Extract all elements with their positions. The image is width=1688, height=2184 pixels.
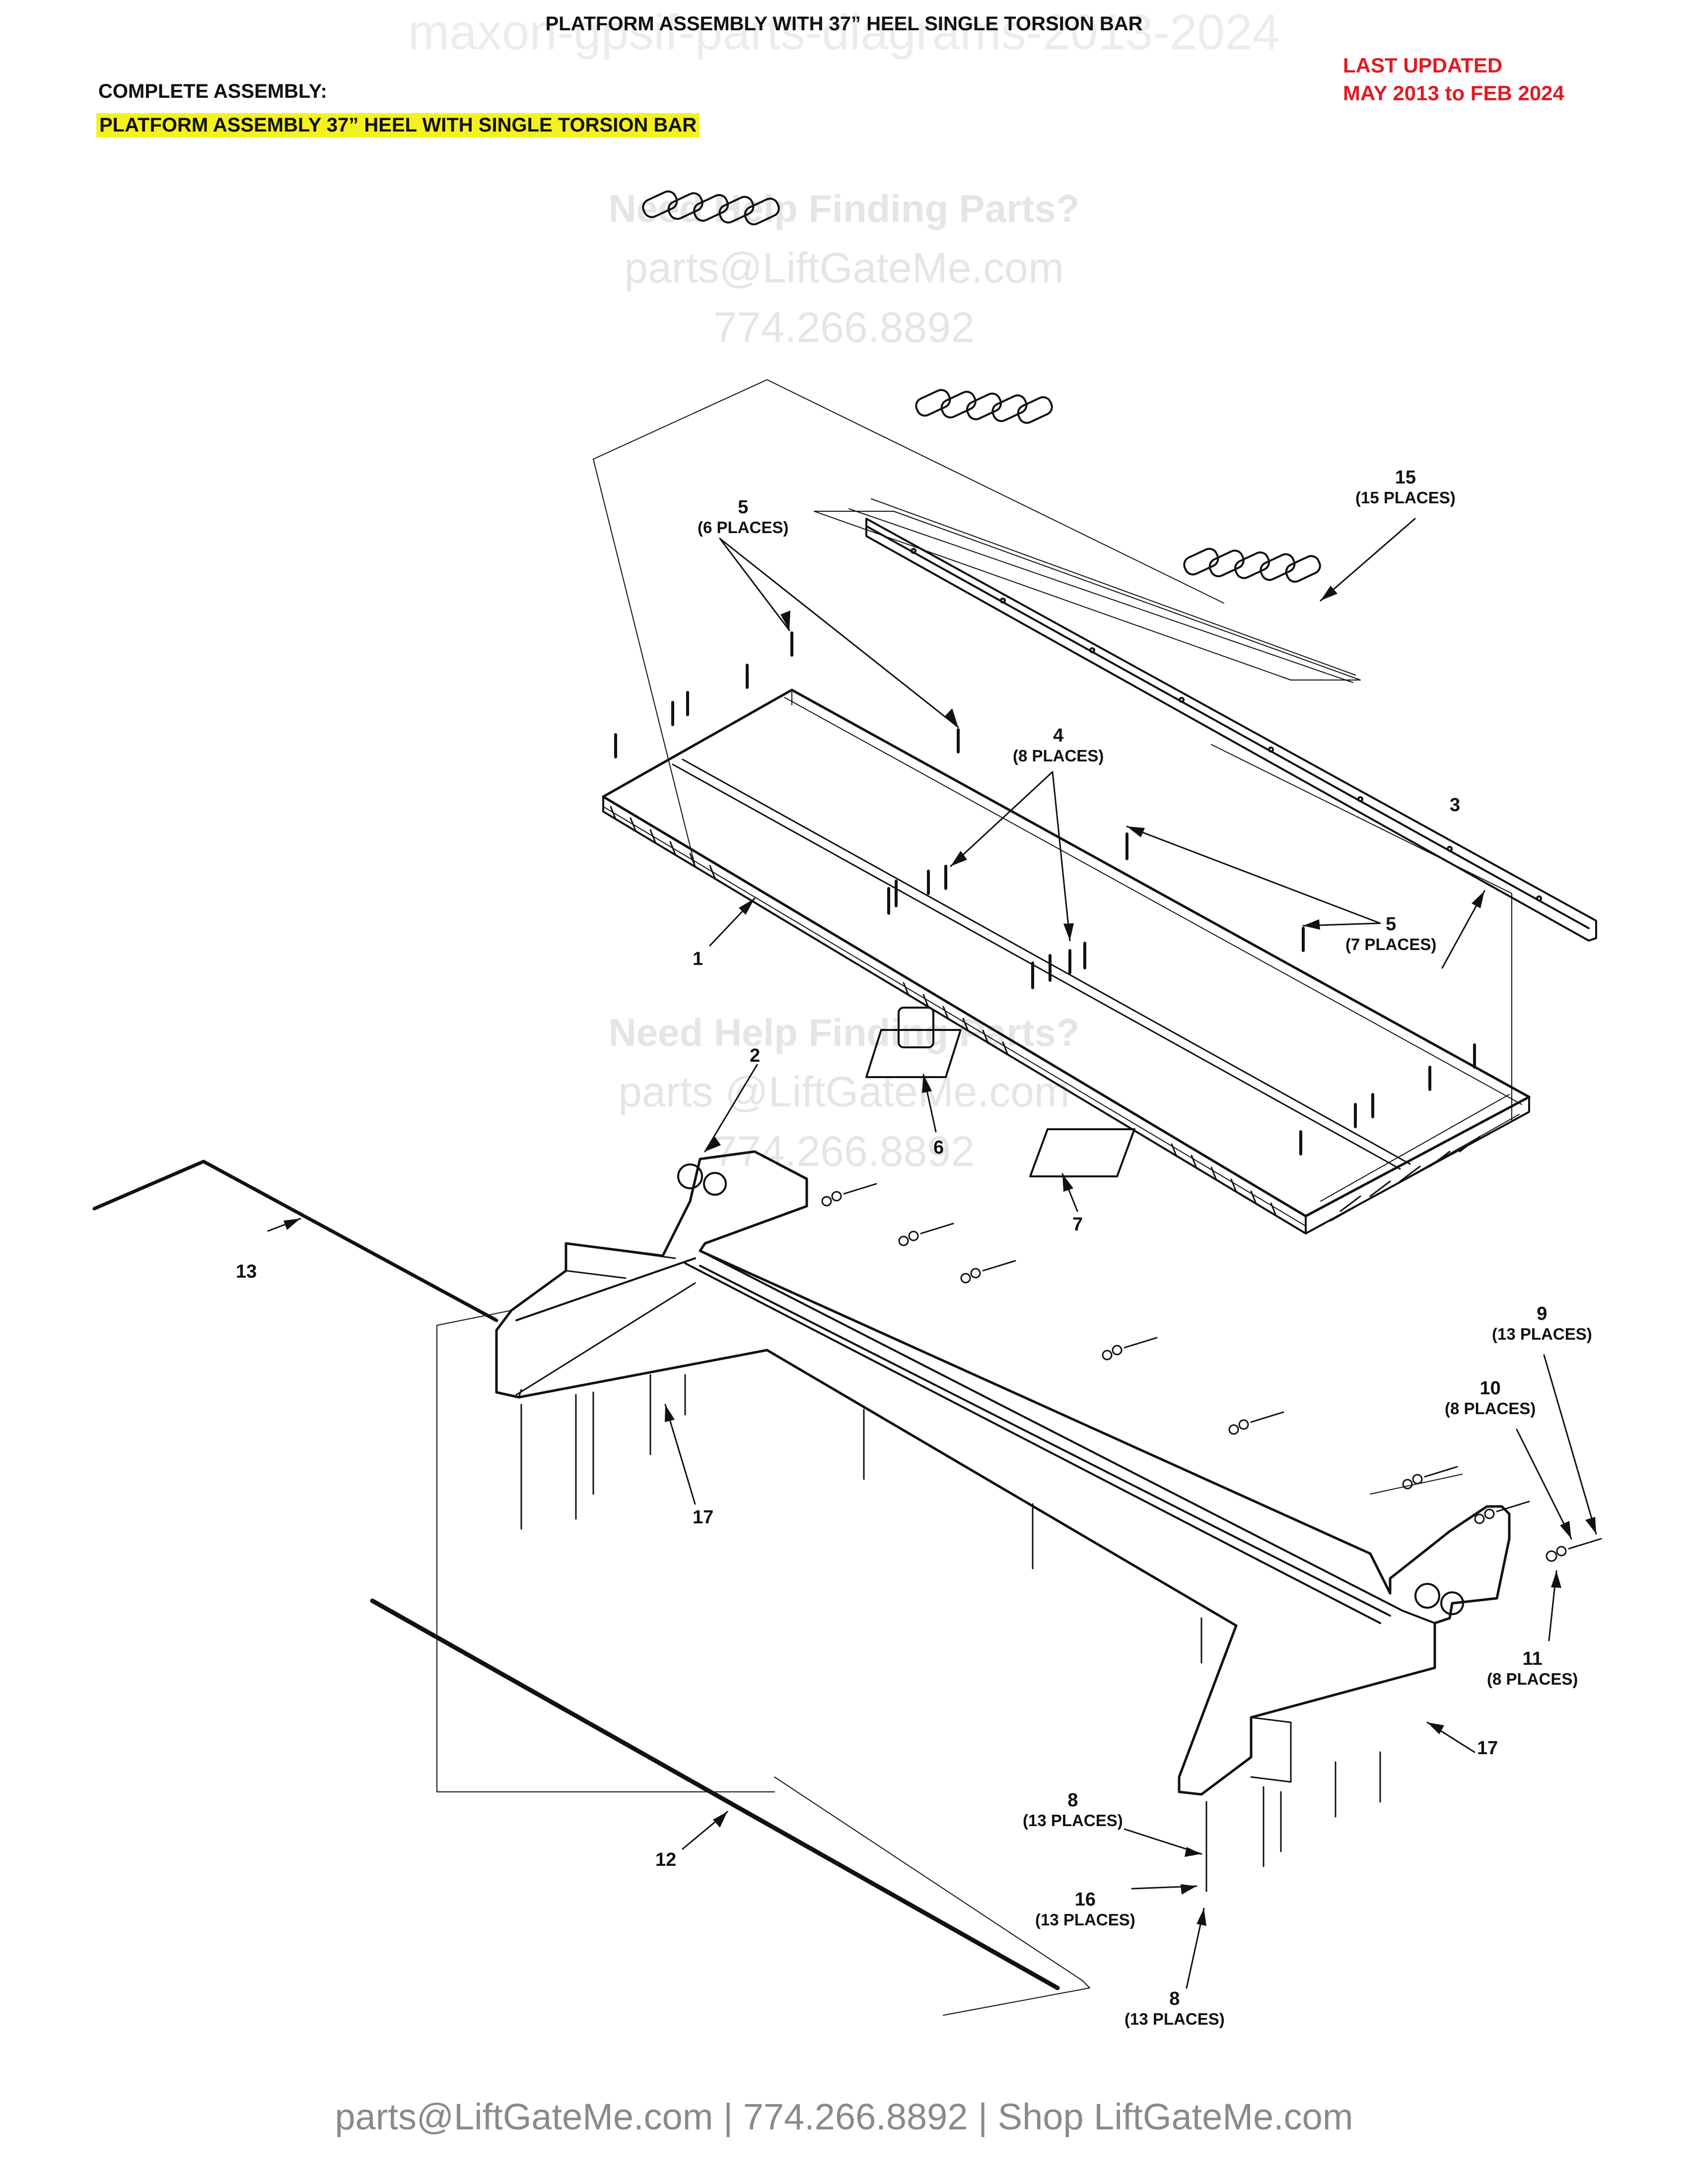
last-updated-line2: MAY 2013 to FEB 2024 xyxy=(1343,81,1564,105)
torsion-bar xyxy=(370,1598,1060,1990)
email-watermark-text: parts@LiftGateMe.com xyxy=(624,244,1064,292)
help-watermark-top: Need Help Finding Parts? parts@LiftGateM… xyxy=(521,179,1167,357)
torsion-rod xyxy=(92,1160,498,1322)
bushing-row-bottom xyxy=(1183,547,1321,583)
platform xyxy=(602,688,1531,1234)
callout-8-places: (13 PLACES) xyxy=(1125,2010,1225,2028)
email-watermark-text: parts @LiftGateMe.com xyxy=(618,1068,1070,1116)
callout-11: 10(8 PLACES) xyxy=(1445,1378,1536,1418)
callout-5-seven: 5(7 PLACES) xyxy=(1345,914,1437,954)
last-updated-line1: LAST UPDATED xyxy=(1343,54,1503,77)
platform-bolts xyxy=(614,631,1476,1156)
callout-8-number: 8 xyxy=(1169,1988,1180,2009)
bushing-row-top xyxy=(642,190,780,225)
hinge-bar xyxy=(865,518,1597,942)
complete-assembly-label: COMPLETE ASSEMBLY: xyxy=(98,80,327,102)
main-frame xyxy=(495,1150,1511,1796)
frame-hardware xyxy=(520,1183,1602,1892)
footer-contact: parts@LiftGateMe.com | 774.266.8892 | Sh… xyxy=(335,2096,1353,2137)
phone-watermark-text: 774.266.8892 xyxy=(713,304,975,351)
callout-8: 8(13 PLACES) xyxy=(1125,1988,1225,2029)
callout-15: 15(15 PLACES) xyxy=(1355,467,1456,507)
page-title: PLATFORM ASSEMBLY WITH 37” HEEL SINGLE T… xyxy=(545,13,1143,35)
construction-lines xyxy=(436,379,1512,2016)
callout-17-right: 17 xyxy=(1477,1738,1498,1759)
callout-4: 4(8 PLACES) xyxy=(1013,725,1104,765)
callout-5-six: 5(6 PLACES) xyxy=(698,497,789,537)
plate-7 xyxy=(1029,1128,1135,1177)
callout-17-left: 17 xyxy=(693,1507,714,1528)
callout-3: 3 xyxy=(1450,795,1461,816)
callout-6: 6 xyxy=(933,1137,944,1158)
callout-13: 12 xyxy=(655,1849,677,1870)
leader-lines xyxy=(267,518,1597,1989)
help-watermark-text: Need Help Finding Parts? xyxy=(608,1011,1080,1054)
callout-12: 11(8 PLACES) xyxy=(1487,1648,1578,1688)
callout-1: 1 xyxy=(693,949,703,969)
callout-16: 16(13 PLACES) xyxy=(1035,1889,1135,1929)
callout-7: 7 xyxy=(1072,1214,1083,1235)
callout-2: 2 xyxy=(750,1045,761,1066)
callout-10: 9(13 PLACES) xyxy=(1492,1303,1592,1343)
callout-14: 13 xyxy=(236,1261,257,1282)
top-watermark: maxon-gpsif-parts-diagrams-2013-2024 xyxy=(408,4,1280,60)
arrowheads xyxy=(283,586,1596,1926)
plate-6 xyxy=(865,1007,962,1078)
help-watermark-text: Need Help Finding Parts? xyxy=(608,187,1080,230)
bushing-row-middle xyxy=(915,389,1053,424)
callout-9: 8(13 PLACES) xyxy=(1023,1790,1123,1830)
assembly-name-highlight: PLATFORM ASSEMBLY 37” HEEL WITH SINGLE T… xyxy=(96,113,700,137)
last-updated: LAST UPDATED MAY 2013 to FEB 2024 xyxy=(1343,52,1564,107)
